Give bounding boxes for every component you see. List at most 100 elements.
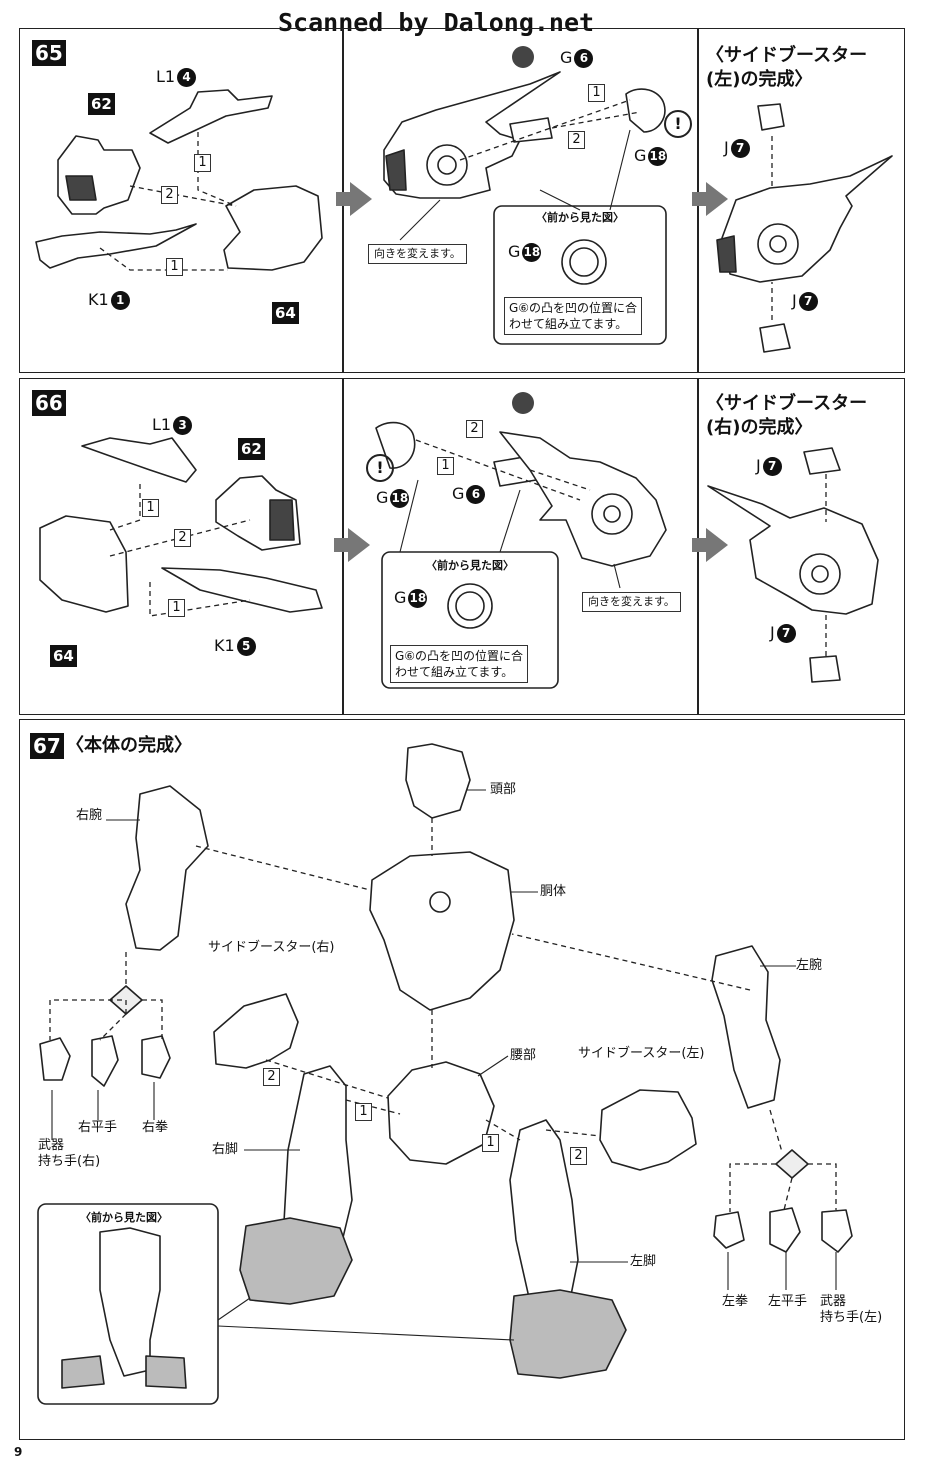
label-waist: 腰部 xyxy=(510,1048,537,1063)
part-62-shape xyxy=(57,135,141,215)
alignment-note-line: G⑥の凸を凹の位置に合 xyxy=(395,649,524,663)
next-step-arrow-bar xyxy=(692,192,706,206)
completion-title-line: (右)の完成〉 xyxy=(706,417,813,438)
label-booster-left: サイドブースター(左) xyxy=(578,1046,705,1061)
part-l1-shape-66 xyxy=(81,437,197,483)
waist-shape xyxy=(387,1061,495,1165)
booster-right-wip-shape xyxy=(499,431,667,567)
part-runner-number: 6 xyxy=(466,485,486,504)
step-number: 67 xyxy=(30,733,64,759)
label-right-fist: 右拳 xyxy=(142,1120,169,1135)
part-g18-shape xyxy=(625,88,666,133)
part-runner-number: 18 xyxy=(408,589,428,608)
label-left-fist: 左拳 xyxy=(722,1294,749,1309)
alignment-note: G⑥の凸を凹の位置に合 わせて組み立てます。 xyxy=(390,645,529,683)
part-runner-letter: G xyxy=(634,146,647,165)
part-runner-number: 3 xyxy=(173,416,193,435)
weapon-hand-right-shape xyxy=(39,1037,71,1081)
left-foot-shape xyxy=(509,1289,627,1379)
part-runner-number: 18 xyxy=(390,489,410,508)
page-number: 9 xyxy=(14,1445,23,1459)
caution-icon: ! xyxy=(664,110,692,138)
watermark-text: Scanned by Dalong.net xyxy=(278,8,595,37)
step-number: 66 xyxy=(32,390,66,416)
part-runner-number: 18 xyxy=(648,147,668,166)
label-left-leg: 左脚 xyxy=(630,1254,657,1269)
order-marker: 1 xyxy=(355,1103,372,1121)
orientation-note: 向きを変えます。 xyxy=(368,244,467,264)
alignment-mark-icon xyxy=(512,46,534,68)
part-runner-number: 7 xyxy=(776,624,796,643)
part-runner-letter: G xyxy=(452,484,465,503)
left-flat-hand-shape xyxy=(769,1207,801,1253)
front-view-title: 〈前から見た図〉 xyxy=(536,211,624,224)
part-runner-letter: J xyxy=(724,138,729,157)
head-shape xyxy=(405,743,471,819)
left-leg-shape xyxy=(509,1119,579,1303)
booster-right-complete-shape xyxy=(707,485,879,615)
step-number: 65 xyxy=(32,40,66,66)
order-marker: 1 xyxy=(437,457,454,475)
step-67-panel xyxy=(19,719,905,1440)
part-runner-number: 7 xyxy=(762,457,782,476)
part-runner-number: 7 xyxy=(798,292,818,311)
order-marker: 1 xyxy=(194,154,211,172)
part-l1-shape xyxy=(149,89,273,144)
front-view-robot-shape xyxy=(99,1227,161,1377)
right-leg-shape xyxy=(283,1065,353,1259)
left-fist-shape xyxy=(713,1211,745,1249)
order-marker: 1 xyxy=(588,84,605,102)
left-arm-shape xyxy=(711,945,781,1109)
part-j-top-shape-66 xyxy=(803,447,841,475)
right-flat-hand-shape xyxy=(91,1035,119,1087)
part-number-64: 64 xyxy=(50,645,77,667)
part-number-64: 64 xyxy=(272,302,299,324)
booster-left-body-shape xyxy=(599,1089,697,1171)
booster-left-complete-shape xyxy=(721,155,893,283)
next-step-arrow-bar xyxy=(336,192,350,206)
completion-title-line: (左)の完成〉 xyxy=(706,69,813,90)
part-number-62: 62 xyxy=(88,93,115,115)
part-runner-number: 18 xyxy=(522,243,542,262)
booster-right-body-shape xyxy=(213,993,299,1069)
part-j-bottom-shape-66 xyxy=(809,655,841,683)
label-booster-right: サイドブースター(右) xyxy=(208,940,335,955)
order-marker: 1 xyxy=(142,499,159,517)
alignment-note-line: わせて組み立てます。 xyxy=(509,317,628,331)
part-runner-number: 1 xyxy=(110,291,130,310)
order-marker: 2 xyxy=(466,420,483,438)
orientation-note: 向きを変えます。 xyxy=(582,592,681,612)
label-weapon-hand-right: 持ち手(右) xyxy=(38,1154,101,1169)
alignment-note-line: わせて組み立てます。 xyxy=(395,665,514,679)
label-right-arm: 右腕 xyxy=(76,808,103,823)
order-marker: 1 xyxy=(168,599,185,617)
part-j-bottom-shape xyxy=(759,323,791,353)
torso-shape xyxy=(369,851,515,1011)
next-step-arrow xyxy=(348,528,370,562)
caution-icon: ! xyxy=(366,454,394,482)
next-step-arrow xyxy=(706,182,728,216)
part-k1-shape-66 xyxy=(161,567,323,613)
label-right-flat-hand: 右平手 xyxy=(78,1120,118,1135)
weapon-hand-left-shape xyxy=(821,1209,853,1253)
order-marker: 2 xyxy=(174,529,191,547)
part-runner-number: 4 xyxy=(177,68,197,87)
right-arm-shape xyxy=(125,785,209,951)
completion-title-line: 〈サイドブースター xyxy=(706,393,868,414)
next-step-arrow-bar xyxy=(334,538,348,552)
hand-choice-diamond-left xyxy=(775,1149,809,1179)
order-marker: 2 xyxy=(570,1147,587,1165)
